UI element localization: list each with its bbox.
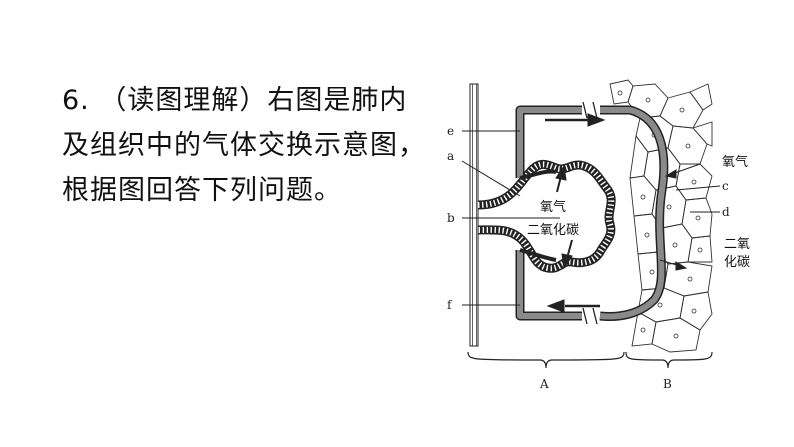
label-right-co2-line2: 化碳: [724, 255, 750, 270]
label-d: d: [722, 205, 730, 219]
question-line-3: 根据图回答下列问题。: [62, 175, 342, 206]
label-c: c: [722, 179, 729, 193]
alveolus-wall: [477, 159, 616, 273]
label-right-oxygen: 氧气: [722, 154, 748, 170]
label-B: B: [663, 377, 672, 391]
flow-arrows: [545, 113, 701, 313]
label-inner-oxygen: 氧气: [540, 199, 566, 215]
question-text: 6. （读图理解）右图是肺内 及组织中的气体交换示意图， 根据图回答下列问题。: [62, 78, 442, 213]
label-b: b: [447, 211, 455, 225]
label-e: e: [447, 124, 454, 138]
question-line-1: 6. （读图理解）右图是肺内: [62, 85, 408, 116]
label-right-co2-line1: 二氧: [724, 237, 750, 252]
airway-tube: [469, 83, 479, 347]
label-a: a: [447, 149, 454, 163]
question-line-2: 及组织中的气体交换示意图，: [62, 130, 426, 161]
label-f: f: [447, 298, 453, 312]
region-brackets: [467, 351, 713, 369]
cell-nuclei: [617, 90, 703, 339]
label-inner-co2: 二氧化碳: [527, 223, 579, 238]
vessel-break-marks: [582, 101, 598, 325]
label-A: A: [539, 377, 549, 391]
leader-lines: [461, 130, 721, 306]
